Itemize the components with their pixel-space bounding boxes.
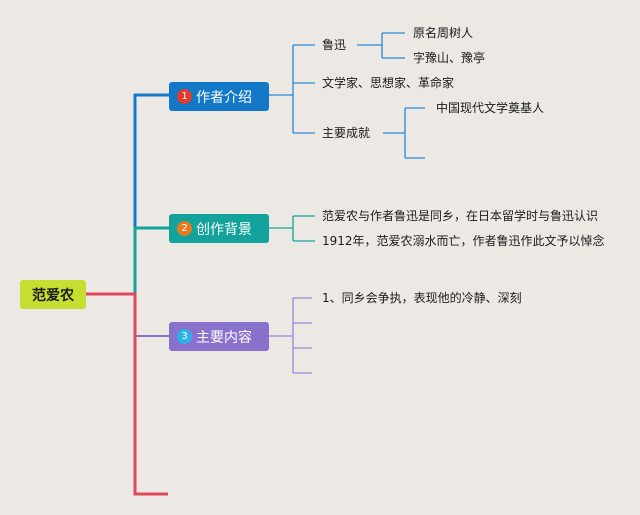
leaf-background-2[interactable]: 1912年，范爱农溺水而亡，作者鲁迅作此文予以悼念	[322, 234, 605, 248]
leaf-founder[interactable]: 中国现代文学奠基人	[436, 101, 545, 115]
connector-root-to-branch-2	[133, 226, 169, 294]
connector-root-to-branch-3	[134, 294, 169, 337]
leaf-identity[interactable]: 文学家、思想家、革命家	[322, 76, 455, 90]
connector-luxun-children	[357, 32, 405, 59]
root-node[interactable]: 范爱农	[20, 280, 86, 309]
connector-root-to-branch-1	[86, 93, 169, 296]
root-label: 范爱农	[32, 287, 74, 304]
branch-background[interactable]: 2 创作背景	[169, 214, 269, 243]
branch-label: 作者介绍	[196, 89, 252, 106]
connector-root-trunk	[86, 292, 168, 496]
priority-1-icon: 1	[177, 89, 192, 104]
priority-3-icon: 3	[177, 329, 192, 344]
branch-author-intro[interactable]: 1 作者介绍	[169, 82, 269, 111]
connector-branch-2-children	[269, 215, 315, 242]
leaf-courtesy-name[interactable]: 字豫山、豫亭	[413, 51, 486, 65]
branch-label: 创作背景	[196, 221, 252, 238]
connector-branch-3-children	[269, 297, 312, 374]
priority-2-icon: 2	[177, 221, 192, 236]
leaf-background-1[interactable]: 范爱农与作者鲁迅是同乡，在日本留学时与鲁迅认识	[322, 209, 599, 223]
leaf-luxun[interactable]: 鲁迅	[322, 38, 347, 52]
leaf-content-1[interactable]: 1、同乡会争执，表现他的冷静、深刻	[322, 291, 522, 305]
branch-label: 主要内容	[196, 329, 252, 346]
branch-main-content[interactable]: 3 主要内容	[169, 322, 269, 351]
connector-branch-1-children	[269, 44, 315, 134]
leaf-original-name[interactable]: 原名周树人	[413, 26, 474, 40]
leaf-achievements[interactable]: 主要成就	[322, 126, 371, 140]
connector-achievement-children	[383, 107, 425, 159]
